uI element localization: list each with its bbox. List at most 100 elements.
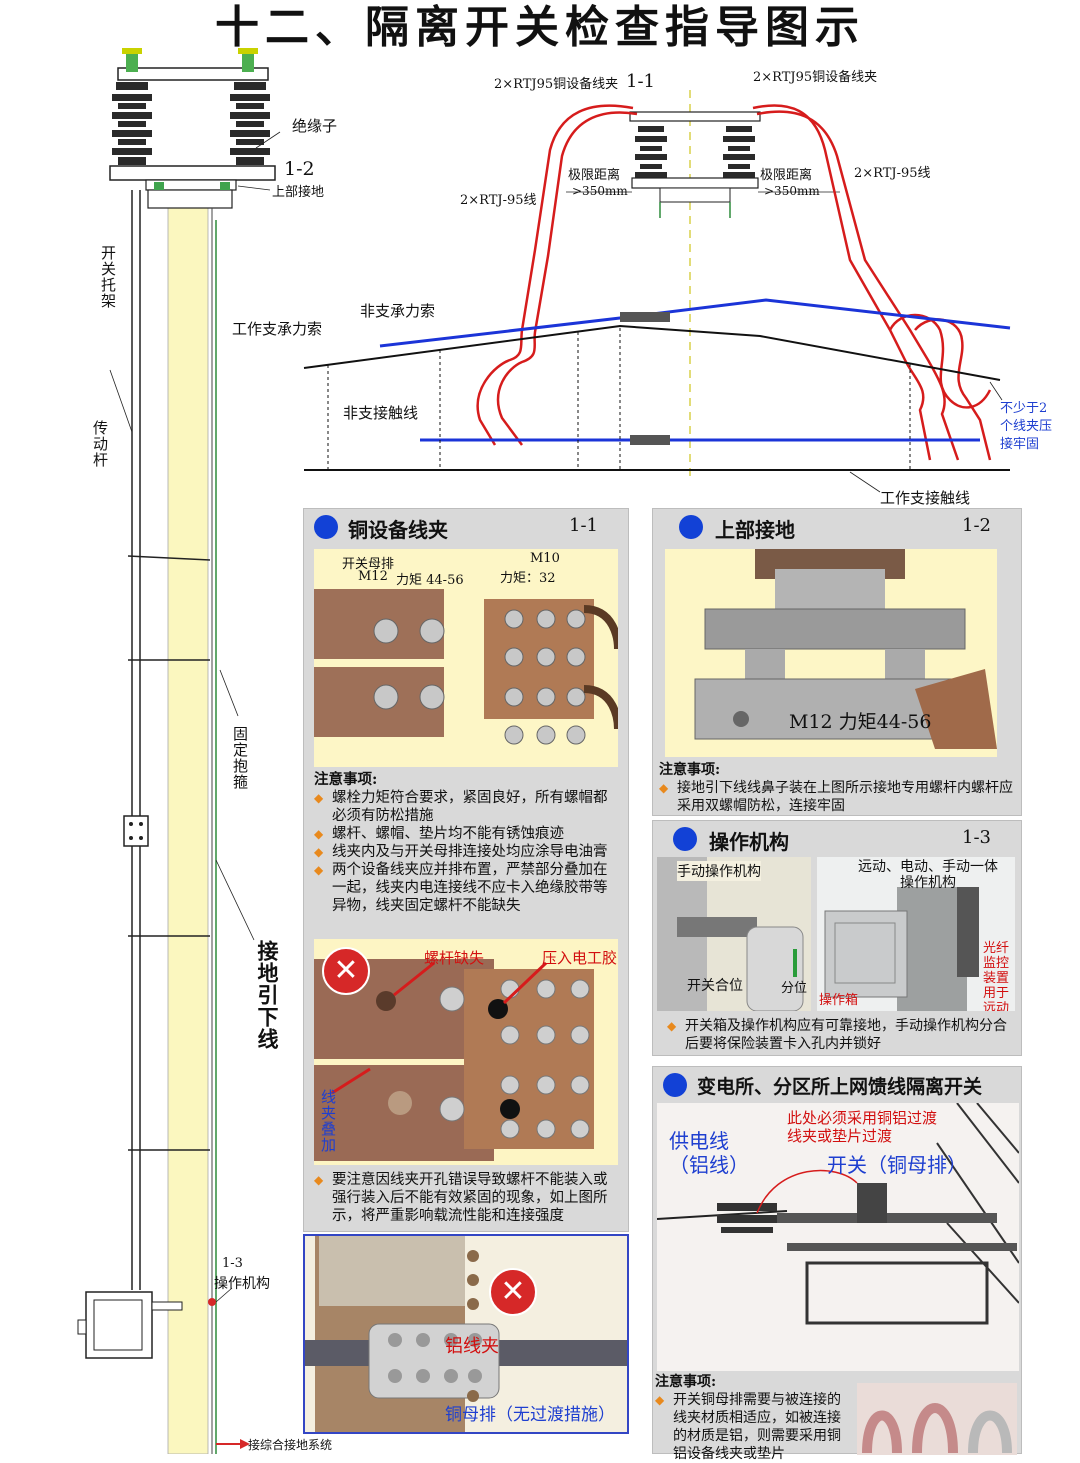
ground-illustration bbox=[694, 549, 997, 749]
label-feeder: 供电线（铝线） bbox=[669, 1129, 749, 1177]
overview-diagram bbox=[303, 90, 1011, 493]
label-switch-closed: 开关合位 bbox=[687, 978, 743, 994]
pole-drawing bbox=[77, 48, 281, 1454]
notes-operating-mechanism: 开关箱及操作机构应有可靠接地，手动操作机构分合后要将保险装置卡入孔内并锁好 bbox=[667, 1017, 1017, 1053]
label-limit-left: 极限距离 bbox=[568, 168, 621, 183]
label-fiber-monitor: 光纤监控装置用于远动 bbox=[983, 941, 1010, 1011]
panel-title: 上部接地 bbox=[715, 518, 795, 542]
al-cu-illustration bbox=[305, 1236, 627, 1432]
panel-code: 1-3 bbox=[962, 827, 991, 848]
label-ground-down-lead: 接地引下线 bbox=[255, 940, 280, 1050]
label-non-catenary: 非支承力索 bbox=[360, 302, 436, 320]
notes-clamp-hole: 要注意因线夹开孔错误导致螺杆不能装入或强行装入后不能有效紧固的现象，如上图所示，… bbox=[314, 1171, 620, 1225]
label-ground-system: 接综合接地系统 bbox=[248, 1438, 333, 1452]
combo-illustration bbox=[824, 887, 979, 1011]
error-x-icon: ✕ bbox=[322, 947, 370, 995]
label-tape-pressed: 压入电工胶 bbox=[542, 949, 618, 967]
notes-upper-ground: 注意事项: 接地引下线线鼻子装在上图所示接地专用螺杆内螺杆应采用双螺帽防松，连接… bbox=[659, 761, 1021, 815]
label-non-contact: 非支接触线 bbox=[343, 404, 419, 422]
note-item: 要注意因线夹开孔错误导致螺杆不能装入或强行装入后不能有效紧固的现象，如上图所示，… bbox=[314, 1171, 620, 1225]
cu-al-illustration bbox=[862, 1403, 1012, 1454]
panel-code: 1-1 bbox=[569, 515, 598, 536]
panel-upper-ground: 上部接地 1-2 M12 力矩44-56 注意事项: 接地引下线线鼻子装在上图所… bbox=[652, 508, 1022, 816]
panel-substation-switch: 变电所、分区所上网馈线隔离开关 此处必须采用铜铝过渡线夹或垫片过渡 供电线（铝线… bbox=[652, 1066, 1022, 1462]
label-al-clamp: 铝线夹 bbox=[445, 1336, 499, 1357]
label-limit-right-val: >350mm bbox=[764, 184, 820, 198]
panel-operating-mechanism: 操作机构 1-3 手动操作机构 开关合位 分位 远动、电动、手动一体操作机构 操… bbox=[652, 820, 1022, 1056]
label-clamp-note: 不少于2 个线夹压 接牢固 bbox=[1000, 401, 1053, 452]
panel-code: 1-2 bbox=[962, 515, 991, 536]
label-m12-torque: M12 力矩44-56 bbox=[789, 711, 932, 733]
label-cu-bus: 铜母排（无过渡措施） bbox=[445, 1405, 615, 1425]
note-item: 两个设备线夹应并排布置，严禁部分叠加在一起，线夹内电连接线不应卡入绝缘胶带等异物… bbox=[314, 861, 614, 915]
notes-heading: 注意事项: bbox=[314, 771, 378, 788]
label-wire-left: 2×RTJ-95线 bbox=[460, 193, 537, 208]
photo-combo-mechanism: 远动、电动、手动一体操作机构 操作箱 光纤监控装置用于远动 bbox=[817, 857, 1015, 1011]
photo-clamp-errors: ✕ 螺杆缺失 压入电工胶 线夹叠加 bbox=[314, 939, 618, 1165]
bullet-dot bbox=[663, 1073, 687, 1097]
label-busbar: 开关母排 bbox=[342, 557, 395, 572]
label-manual-mechanism: 手动操作机构 bbox=[677, 861, 761, 881]
photo-substation-switch: 此处必须采用铜铝过渡线夹或垫片过渡 供电线（铝线） 开关（铜母排） bbox=[657, 1103, 1019, 1371]
label-drive-rod: 传动杆 bbox=[91, 420, 109, 468]
notes-heading: 注意事项: bbox=[655, 1374, 717, 1390]
panel-copper-clamp: 铜设备线夹 1-1 开关母排 M12 力矩 44-56 M10 力矩：32 注意… bbox=[303, 508, 629, 1232]
note-item: 线夹内及与开关母排连接处均应涂导电油膏 bbox=[314, 843, 614, 861]
label-code-1-3: 1-3 bbox=[222, 1256, 243, 1271]
label-operating-mechanism: 操作机构 bbox=[214, 1276, 270, 1292]
label-switch-bracket: 开关托架 bbox=[99, 245, 117, 309]
note-item: 螺栓力矩符合要求，紧固良好，所有螺帽都必须有防松措施 bbox=[314, 789, 614, 825]
label-work-contact: 工作支接触线 bbox=[880, 489, 971, 507]
label-wire-right: 2×RTJ-95线 bbox=[854, 166, 931, 181]
label-operating-box: 操作箱 bbox=[819, 993, 859, 1008]
label-switch-open: 分位 bbox=[781, 981, 808, 996]
photo-clamp-bolts: 开关母排 M12 力矩 44-56 M10 力矩：32 bbox=[314, 549, 618, 767]
panel-title: 操作机构 bbox=[709, 830, 789, 854]
photo-upper-ground: M12 力矩44-56 bbox=[665, 549, 997, 757]
label-torque-32: 力矩：32 bbox=[500, 571, 556, 586]
label-m12: M12 bbox=[358, 569, 388, 584]
label-work-catenary: 工作支承力索 bbox=[232, 320, 323, 338]
notes-copper-clamp: 注意事项: 螺栓力矩符合要求，紧固良好，所有螺帽都必须有防松措施 螺杆、螺帽、垫… bbox=[314, 771, 614, 915]
manual-illustration bbox=[657, 857, 804, 1011]
bullet-dot bbox=[314, 515, 338, 539]
bullet-dot bbox=[673, 827, 697, 851]
photo-al-on-cu: ✕ 铝线夹 铜母排（无过渡措施） bbox=[303, 1234, 629, 1434]
error-illustration bbox=[314, 959, 594, 1161]
label-clamp-overlap: 线夹叠加 bbox=[319, 1089, 337, 1153]
label-switch-copper: 开关（铜母排） bbox=[827, 1153, 967, 1177]
label-insulator: 绝缘子 bbox=[292, 117, 338, 135]
clamp-illustration bbox=[314, 589, 618, 745]
label-transition-clamp: 此处必须采用铜铝过渡线夹或垫片过渡 bbox=[787, 1109, 938, 1145]
label-fixed-clamp: 固定抱箍 bbox=[231, 726, 249, 790]
photo-manual-mechanism: 手动操作机构 开关合位 分位 bbox=[657, 857, 811, 1011]
label-combo-mechanism: 远动、电动、手动一体操作机构 bbox=[858, 859, 998, 891]
label-code-1-1: 1-1 bbox=[626, 71, 655, 92]
panel-header: 上部接地 1-2 bbox=[653, 509, 1021, 545]
label-clamp-left: 2×RTJ95铜设备线夹 bbox=[494, 77, 619, 92]
label-limit-left-val: >350mm bbox=[572, 184, 628, 198]
label-code-1-2: 1-2 bbox=[284, 158, 315, 180]
panel-header: 操作机构 1-3 bbox=[653, 821, 1021, 857]
label-clamp-right: 2×RTJ95铜设备线夹 bbox=[753, 70, 878, 85]
note-item: 螺杆、螺帽、垫片均不能有锈蚀痕迹 bbox=[314, 825, 614, 843]
panel-header: 变电所、分区所上网馈线隔离开关 bbox=[653, 1067, 1021, 1103]
substation-illustration bbox=[657, 1103, 1019, 1325]
label-bolt-missing: 螺杆缺失 bbox=[424, 949, 485, 967]
bullet-dot bbox=[679, 515, 703, 539]
label-torque-44-56: 力矩 44-56 bbox=[396, 573, 464, 588]
panel-header: 铜设备线夹 1-1 bbox=[304, 509, 628, 545]
photo-cu-al-clamps bbox=[857, 1383, 1017, 1455]
page-title: 十二、隔离开关检查指导图示 bbox=[215, 2, 865, 53]
label-upper-ground: 上部接地 bbox=[272, 185, 325, 200]
note-item: 接地引下线线鼻子装在上图所示接地专用螺杆内螺杆应采用双螺帽防松，连接牢固 bbox=[659, 779, 1021, 815]
note-item: 开关箱及操作机构应有可靠接地，手动操作机构分合后要将保险装置卡入孔内并锁好 bbox=[667, 1017, 1017, 1053]
panel-title: 铜设备线夹 bbox=[348, 518, 448, 542]
label-limit-right: 极限距离 bbox=[760, 168, 813, 183]
notes-substation: 注意事项: 开关铜母排需要与被连接的线夹材质相适应，如被连接的材质是铝，则需要采… bbox=[655, 1373, 851, 1463]
error-x-icon: ✕ bbox=[489, 1268, 537, 1316]
label-m10: M10 bbox=[530, 551, 560, 566]
notes-heading: 注意事项: bbox=[659, 762, 721, 778]
note-item: 开关铜母排需要与被连接的线夹材质相适应，如被连接的材质是铝，则需要采用铜铝设备线… bbox=[655, 1391, 851, 1463]
panel-title: 变电所、分区所上网馈线隔离开关 bbox=[697, 1076, 983, 1098]
